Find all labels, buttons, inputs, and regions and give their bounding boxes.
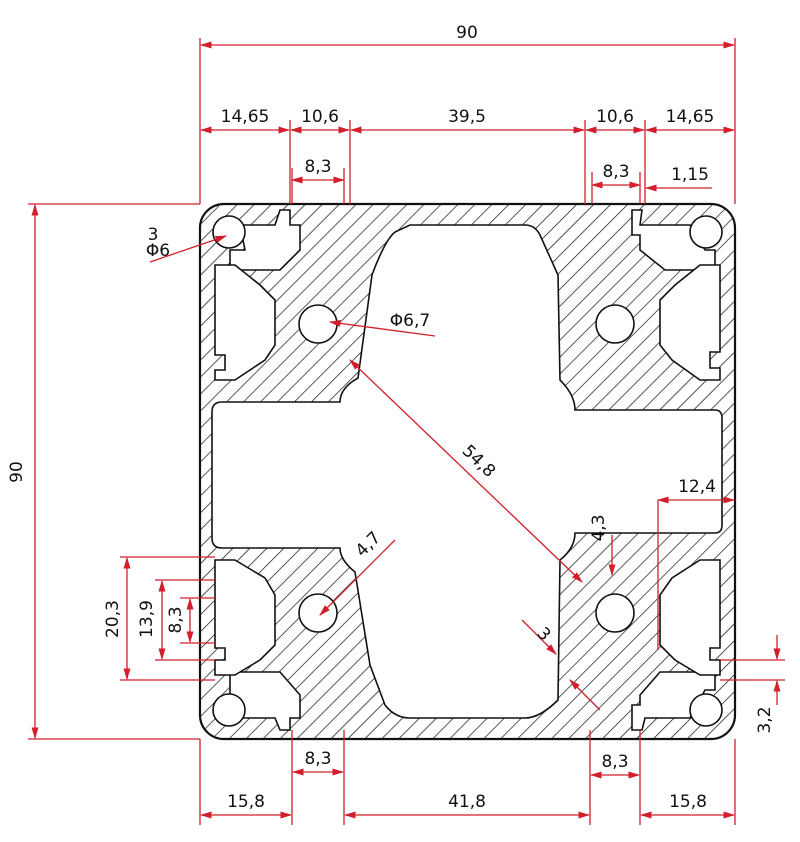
dim-left-h1: 20,3 xyxy=(103,600,123,638)
dimension-labels: 90 14,65 10,6 39,5 10,6 14,65 8,3 8,3 1,… xyxy=(7,23,775,812)
corner-hole-bottom-right xyxy=(689,693,723,727)
dim-left-h2: 13,9 xyxy=(137,600,157,638)
corner-hole-top-right xyxy=(689,215,723,249)
slot-left-lower xyxy=(214,559,276,676)
dim-lip-thickness: 1,15 xyxy=(671,165,709,185)
slot-top-left xyxy=(229,209,301,271)
slot-left-upper xyxy=(214,264,276,381)
dim-overall-height: 90 xyxy=(7,461,27,483)
dim-wall-right: 12,4 xyxy=(678,477,716,497)
dim-top-right-edge: 14,65 xyxy=(666,107,715,127)
core-hole-bottom-left xyxy=(298,593,338,633)
profile-cross-section xyxy=(198,202,737,741)
slot-top-right xyxy=(631,209,716,271)
corner-hole-top-left xyxy=(212,215,246,249)
dim-bottom-right: 15,8 xyxy=(669,792,707,812)
dim-top-right-slot: 10,6 xyxy=(596,107,634,127)
dim-slot-opening-left: 8,3 xyxy=(304,157,331,177)
dim-bottom-left: 15,8 xyxy=(227,792,265,812)
dimension-lines xyxy=(28,38,785,825)
dim-overall-width: 90 xyxy=(456,23,478,43)
dim-top-left-edge: 14,65 xyxy=(221,107,270,127)
dim-corner-hole-dia: Φ6 xyxy=(146,241,170,261)
core-hole-top-left xyxy=(298,304,338,344)
slot-bottom-right xyxy=(631,671,716,731)
dim-bottom-slot-left: 8,3 xyxy=(304,749,331,769)
core-hole-top-right xyxy=(595,304,635,344)
slot-right-upper xyxy=(659,264,721,381)
slot-right-lower xyxy=(659,559,721,676)
dim-left-h3: 8,3 xyxy=(166,606,186,633)
dim-corner-hole-offset: 3 xyxy=(148,225,159,245)
dim-core-hole-dia: Φ6,7 xyxy=(390,311,430,331)
dim-bottom-center: 41,8 xyxy=(448,792,486,812)
dim-web-depth: 4,3 xyxy=(589,514,609,541)
dim-top-left-slot: 10,6 xyxy=(301,107,339,127)
dim-slot-opening-right: 8,3 xyxy=(602,162,629,182)
dim-right-lip: 3,2 xyxy=(755,706,775,733)
corner-hole-bottom-left xyxy=(212,693,246,727)
core-hole-bottom-right xyxy=(595,593,635,633)
dim-top-center: 39,5 xyxy=(448,107,486,127)
dim-bottom-slot-right: 8,3 xyxy=(601,752,628,772)
